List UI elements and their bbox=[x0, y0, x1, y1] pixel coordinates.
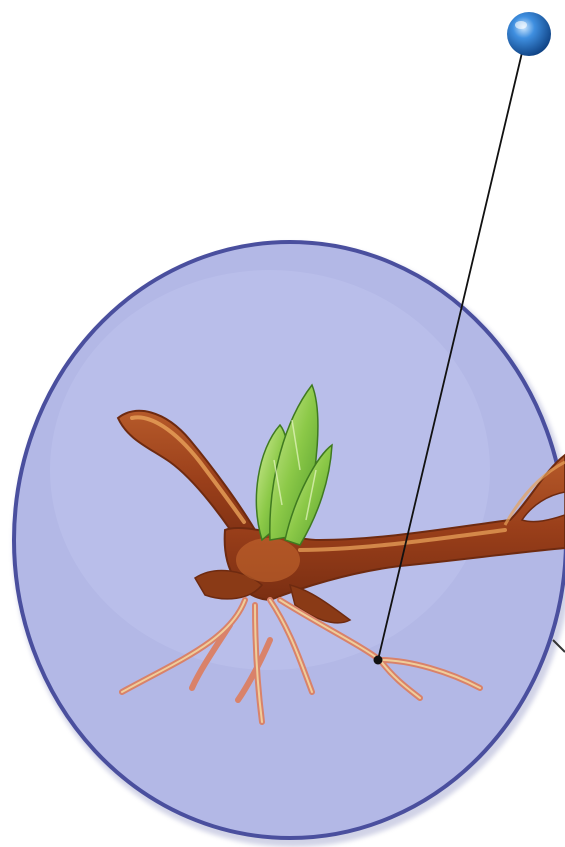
pin-head-icon[interactable] bbox=[507, 12, 551, 56]
pointer-dot-icon bbox=[374, 656, 383, 665]
